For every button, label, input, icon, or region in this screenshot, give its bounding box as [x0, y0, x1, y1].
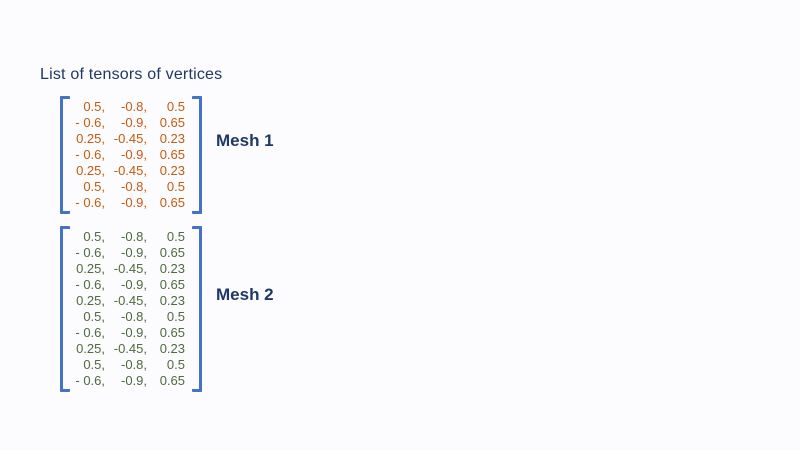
matrix-cell: 0.25,	[76, 293, 105, 308]
matrix-cell: -0.9,	[120, 195, 147, 210]
matrix-row: - 0.6, -0.9, 0.65	[72, 195, 185, 211]
matrix-row: 0.25, -0.45, 0.23	[72, 293, 185, 309]
matrix-cell: -0.9,	[120, 245, 147, 260]
matrix-cell: 0.5,	[83, 179, 105, 194]
matrix-cell: 0.23	[159, 341, 185, 356]
matrix-cell: -0.8,	[120, 357, 147, 372]
matrix-row: - 0.6, -0.9, 0.65	[72, 325, 185, 341]
right-bracket-icon	[192, 226, 202, 392]
matrix-row: 0.25, -0.45, 0.23	[72, 341, 185, 357]
matrix-cell: 0.25,	[76, 341, 105, 356]
matrix-row: - 0.6, -0.9, 0.65	[72, 115, 185, 131]
matrix-cell: 0.5,	[83, 357, 105, 372]
matrix-row: 0.25, -0.45, 0.23	[72, 131, 185, 147]
matrix-cell: 0.65	[159, 277, 185, 292]
matrix-row: 0.25, -0.45, 0.23	[72, 163, 185, 179]
matrix-cell: -0.9,	[120, 277, 147, 292]
matrix-cell: - 0.6,	[75, 115, 105, 130]
mesh-label: Mesh 1	[216, 131, 274, 150]
matrix-cell: -0.8,	[120, 229, 147, 244]
matrix-row: 0.5, -0.8, 0.5	[72, 309, 185, 325]
matrix-cell: 0.5,	[83, 99, 105, 114]
matrix-cell: -0.8,	[120, 179, 147, 194]
matrix-cell: 0.5,	[83, 309, 105, 324]
matrix-cell: 0.65	[159, 325, 185, 340]
matrix-cell: 0.25,	[76, 261, 105, 276]
matrix-cell: -0.9,	[120, 115, 147, 130]
matrix-cell: 0.5	[166, 309, 185, 324]
matrix-cell: 0.65	[159, 147, 185, 162]
matrix-cell: 0.65	[159, 373, 185, 388]
matrix-row: 0.5, -0.8, 0.5	[72, 229, 185, 245]
matrix-cell: 0.23	[159, 261, 185, 276]
matrix-row: 0.5, -0.8, 0.5	[72, 179, 185, 195]
matrix-cell: - 0.6,	[75, 325, 105, 340]
matrix-cell: - 0.6,	[75, 277, 105, 292]
matrix-cell: 0.5	[166, 357, 185, 372]
matrix-cell: 0.23	[159, 163, 185, 178]
matrix-cell: -0.45,	[113, 131, 147, 146]
matrix-cell: - 0.6,	[75, 245, 105, 260]
matrix-cell: 0.5,	[83, 229, 105, 244]
matrix-cell: 0.23	[159, 131, 185, 146]
matrix-cell: - 0.6,	[75, 373, 105, 388]
matrix-cell: -0.45,	[113, 261, 147, 276]
matrix-cell: -0.45,	[113, 341, 147, 356]
matrix-cell: -0.9,	[120, 325, 147, 340]
left-bracket-icon	[60, 226, 70, 392]
matrix-cell: - 0.6,	[75, 195, 105, 210]
matrix-cell: 0.5	[166, 99, 185, 114]
matrix-cell: 0.5	[166, 229, 185, 244]
matrix-cell: -0.8,	[120, 309, 147, 324]
matrix-cell: 0.25,	[76, 131, 105, 146]
matrix-cell: -0.45,	[113, 293, 147, 308]
matrix-cell: - 0.6,	[75, 147, 105, 162]
matrix-cell: 0.25,	[76, 163, 105, 178]
matrix-cell: -0.45,	[113, 163, 147, 178]
right-bracket-icon	[192, 96, 202, 214]
matrix-row: - 0.6, -0.9, 0.65	[72, 147, 185, 163]
matrix-row: - 0.6, -0.9, 0.65	[72, 373, 185, 389]
matrix-cell: -0.8,	[120, 99, 147, 114]
matrix-cell: 0.65	[159, 115, 185, 130]
matrix-cell: -0.9,	[120, 373, 147, 388]
matrix-cell: 0.65	[159, 195, 185, 210]
matrix-row: - 0.6, -0.9, 0.65	[72, 245, 185, 261]
left-bracket-icon	[60, 96, 70, 214]
matrix-cell: 0.23	[159, 293, 185, 308]
matrix-cell: 0.65	[159, 245, 185, 260]
matrix-row: 0.5, -0.8, 0.5	[72, 99, 185, 115]
mesh-label: Mesh 2	[216, 285, 274, 304]
matrix-cell: 0.5	[166, 179, 185, 194]
matrix-row: - 0.6, -0.9, 0.65	[72, 277, 185, 293]
matrix-cell: -0.9,	[120, 147, 147, 162]
page-title: List of tensors of vertices	[40, 66, 223, 83]
matrix-row: 0.25, -0.45, 0.23	[72, 261, 185, 277]
matrix-row: 0.5, -0.8, 0.5	[72, 357, 185, 373]
